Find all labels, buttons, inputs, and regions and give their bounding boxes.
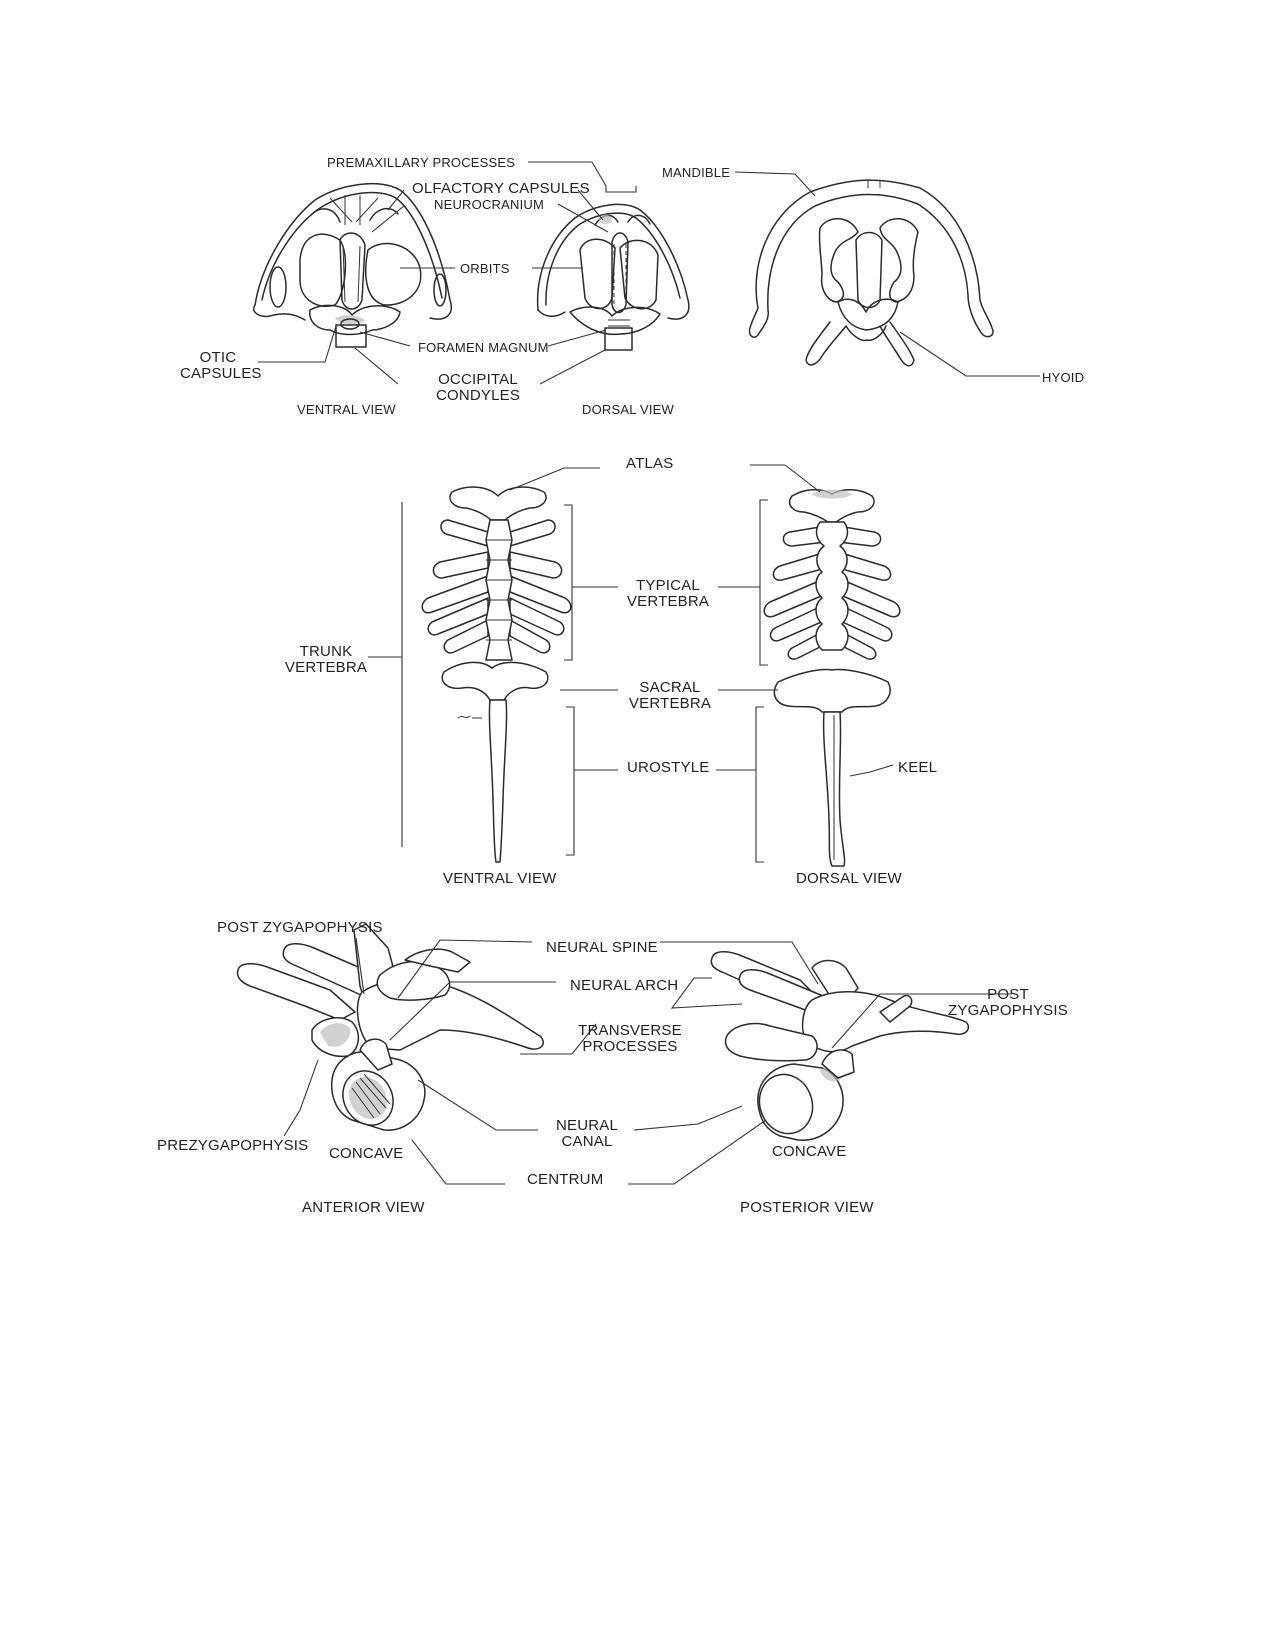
label-skull-ventral-view: VENTRAL VIEW xyxy=(297,402,396,417)
label-hyoid: HYOID xyxy=(1042,370,1085,385)
label-keel: KEEL xyxy=(898,759,938,776)
label-sacral-line1: SACRAL xyxy=(639,679,701,696)
label-urostyle: UROSTYLE xyxy=(627,759,710,776)
label-prezygapophysis: PREZYGAPOPHYSIS xyxy=(157,1137,309,1154)
label-otic-line1: OTIC xyxy=(199,349,237,366)
label-trunk-line2: VERTEBRA xyxy=(284,659,368,676)
leader-lines xyxy=(258,161,1040,1185)
label-neural-arch: NEURAL ARCH xyxy=(570,977,679,994)
label-mandible: MANDIBLE xyxy=(662,165,731,180)
label-post-zyg-right-line1: POST xyxy=(987,986,1029,1003)
skull-dorsal-drawing xyxy=(536,203,690,351)
label-transverse-line2: PROCESSES xyxy=(582,1038,678,1055)
label-neural-canal-line2: CANAL xyxy=(561,1133,613,1150)
label-skull-dorsal-view: DORSAL VIEW xyxy=(582,402,675,417)
label-post-zyg-right-line2: ZYGAPOPHYSIS xyxy=(948,1002,1068,1019)
label-occipital-line2: CONDYLES xyxy=(435,387,521,404)
vertebra-anterior-drawing xyxy=(236,923,544,1131)
label-otic-line2: CAPSULES xyxy=(180,365,262,382)
skull-ventral-drawing xyxy=(253,182,452,348)
label-occipital-line1: OCCIPITAL xyxy=(438,371,518,388)
label-concave-right: CONCAVE xyxy=(772,1143,847,1160)
label-typical-line2: VERTEBRA xyxy=(626,593,710,610)
label-spine-ventral-view: VENTRAL VIEW xyxy=(443,870,557,887)
label-post-zygapophysis-left: POST ZYGAPOPHYSIS xyxy=(217,919,383,936)
label-typical-vertebra: TYPICAL VERTEBRA xyxy=(620,578,716,610)
label-centrum: CENTRUM xyxy=(527,1171,604,1188)
label-atlas: ATLAS xyxy=(626,455,674,472)
label-spine-dorsal-view: DORSAL VIEW xyxy=(796,870,902,887)
label-concave-left: CONCAVE xyxy=(329,1145,404,1162)
label-occipital-condyles: OCCIPITAL CONDYLES xyxy=(430,372,526,404)
label-posterior-view: POSTERIOR VIEW xyxy=(740,1199,874,1216)
label-neural-canal: NEURAL CANAL xyxy=(542,1118,632,1150)
label-trunk-line1: TRUNK xyxy=(299,643,353,660)
label-orbits: ORBITS xyxy=(460,261,510,276)
mandible-hyoid-drawing xyxy=(748,179,994,367)
spine-ventral-drawing xyxy=(421,486,572,863)
vertebra-posterior-drawing xyxy=(710,951,970,1141)
label-trunk-vertebra: TRUNK VERTEBRA xyxy=(280,644,372,676)
label-otic-capsules: OTIC CAPSULES xyxy=(180,349,262,382)
label-neural-canal-line1: NEURAL xyxy=(555,1117,619,1134)
label-premaxillary-processes: PREMAXILLARY PROCESSES xyxy=(327,155,516,170)
label-neural-spine: NEURAL SPINE xyxy=(546,939,658,956)
label-post-zygapophysis-right: POST ZYGAPOPHYSIS xyxy=(940,987,1076,1019)
label-transverse-processes: TRANSVERSE PROCESSES xyxy=(572,1023,688,1055)
label-foramen-magnum: FORAMEN MAGNUM xyxy=(418,340,549,355)
label-olfactory-capsules: OLFACTORY CAPSULES xyxy=(412,180,590,197)
label-neurocranium: NEUROCRANIUM xyxy=(434,197,545,212)
label-sacral-vertebra: SACRAL VERTEBRA xyxy=(622,680,718,712)
label-typical-line1: TYPICAL xyxy=(636,577,700,594)
spine-dorsal-drawing xyxy=(763,489,901,867)
label-anterior-view: ANTERIOR VIEW xyxy=(302,1199,425,1216)
label-sacral-line2: VERTEBRA xyxy=(628,695,712,712)
label-transverse-line1: TRANSVERSE xyxy=(578,1022,682,1039)
